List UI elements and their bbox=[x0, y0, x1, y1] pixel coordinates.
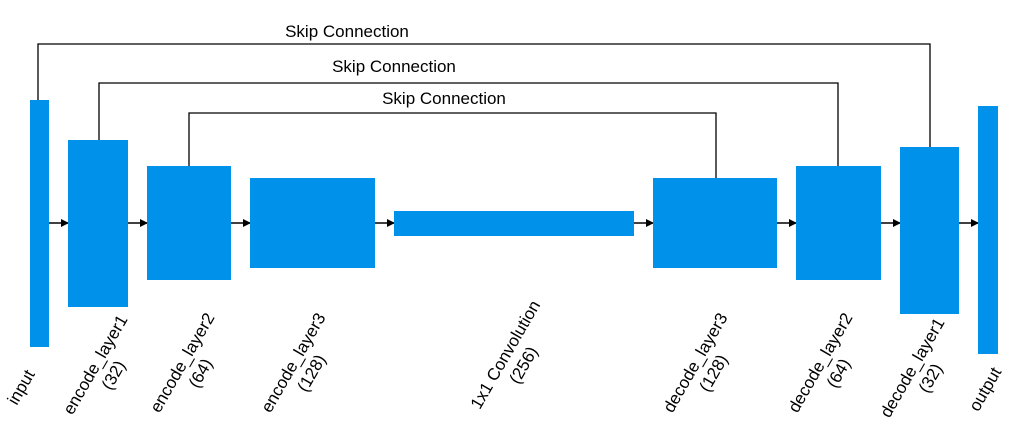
layer-blocks bbox=[30, 100, 998, 354]
block-label-input: input bbox=[4, 366, 39, 408]
block-decode-layer2 bbox=[796, 166, 881, 280]
block-encode-layer2 bbox=[147, 166, 231, 280]
skip-connection-line-inner bbox=[188, 112, 717, 178]
block-encode-layer3 bbox=[250, 178, 375, 268]
skip-connection-line-middle bbox=[98, 82, 839, 166]
skip-connection-line-outer bbox=[37, 43, 931, 148]
block-1x1-convolution bbox=[394, 211, 634, 236]
block-encode-layer1 bbox=[68, 140, 128, 307]
block-labels: input encode_layer1 (32) encode_layer2 (… bbox=[4, 297, 1006, 421]
block-decode-layer1 bbox=[900, 147, 959, 314]
skip-connections bbox=[37, 43, 931, 178]
block-label-output: output bbox=[965, 364, 1005, 415]
skip-connection-labels: Skip Connection Skip Connection Skip Con… bbox=[285, 22, 506, 108]
skip-connection-label: Skip Connection bbox=[382, 89, 506, 108]
block-decode-layer3 bbox=[653, 178, 777, 268]
block-output bbox=[978, 106, 998, 354]
skip-connection-label: Skip Connection bbox=[332, 57, 456, 76]
skip-connection-label: Skip Connection bbox=[285, 22, 409, 41]
block-input bbox=[30, 100, 49, 347]
